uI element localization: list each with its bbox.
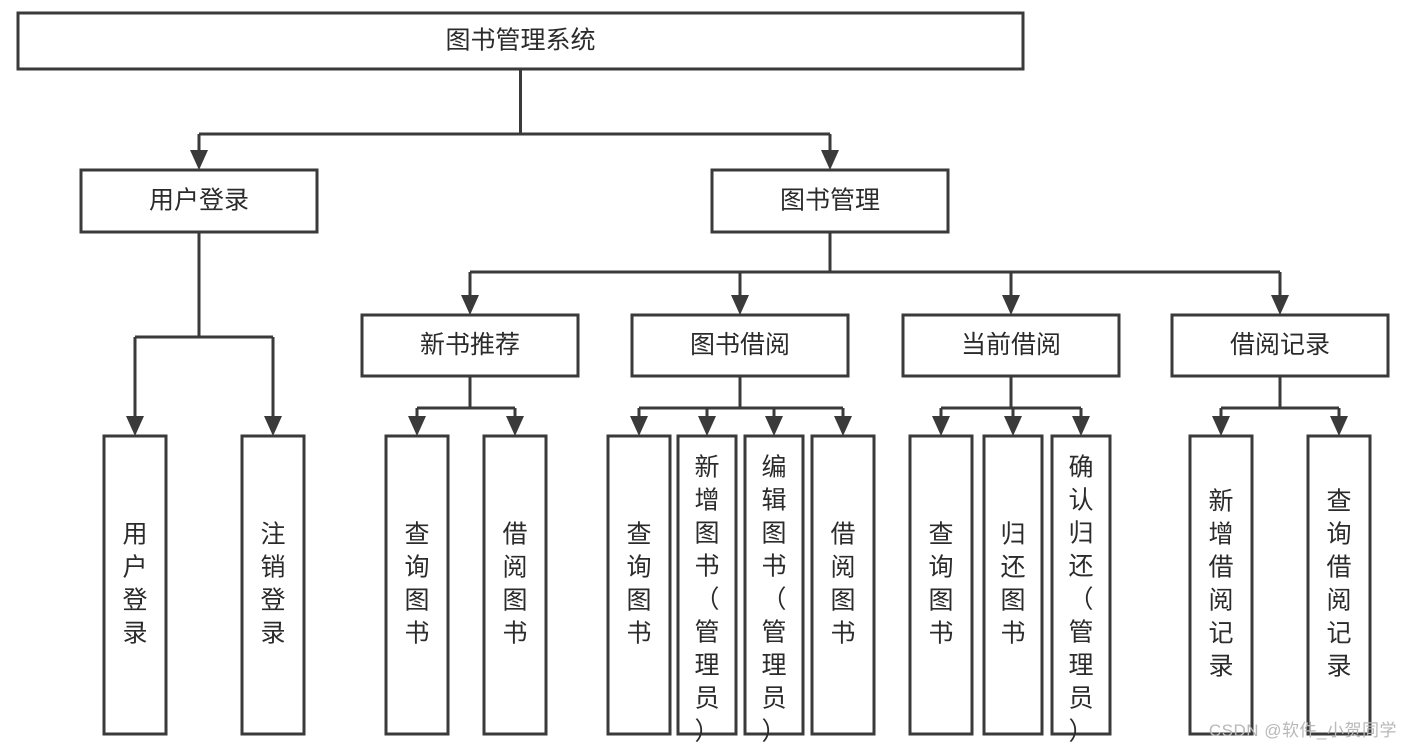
node-box-book-borrow (630, 313, 850, 378)
node-user-login[interactable]: 用户登录 (79, 168, 319, 234)
node-add-borrow-record[interactable]: 新增借阅记录 (1188, 434, 1254, 736)
arrow-to-book-manage-head (821, 150, 839, 170)
node-box-book-manage (710, 168, 950, 234)
node-confirm-return-admin[interactable]: 确认归还（管理员） (1050, 434, 1112, 745)
node-label-borrow-book-2: 借阅图书 (830, 520, 855, 647)
node-label-logout-leaf: 注销登录 (260, 520, 285, 647)
node-borrow-book-2[interactable]: 借阅图书 (810, 434, 876, 736)
arrow-to-add-borrow-record-head (1212, 416, 1230, 436)
node-label-add-book-admin: 新增图书（管理员） (694, 453, 719, 745)
arrow-to-borrow-book-1-head (506, 416, 524, 436)
node-box-user-login-leaf (102, 434, 168, 736)
arrow-to-logout-leaf-head (264, 416, 282, 436)
node-label-user-login: 用户登录 (149, 187, 249, 215)
node-label-confirm-return-admin: 确认归还（管理员） (1068, 453, 1093, 745)
arrow-to-new-book-recommend-head (461, 295, 479, 315)
node-book-borrow[interactable]: 图书借阅 (630, 313, 850, 378)
node-label-add-borrow-record: 新增借阅记录 (1208, 487, 1233, 680)
arrow-to-query-book-2-head (630, 416, 648, 436)
node-label-current-borrow: 当前借阅 (961, 331, 1061, 359)
node-box-new-book-recommend (360, 313, 580, 378)
node-label-book-borrow: 图书借阅 (690, 331, 790, 359)
arrow-to-query-borrow-record-head (1330, 416, 1348, 436)
arrow-to-borrow-book-2-head (834, 416, 852, 436)
node-borrow-record[interactable]: 借阅记录 (1170, 313, 1390, 378)
node-return-book[interactable]: 归还图书 (982, 434, 1044, 736)
node-box-query-book-2 (606, 434, 672, 736)
arrow-to-borrow-record-head (1271, 295, 1289, 315)
node-layer: 图书管理系统用户登录图书管理用户登录注销登录新书推荐图书借阅当前借阅借阅记录查询… (16, 11, 1390, 745)
arrow-to-current-borrow-head (1002, 295, 1020, 315)
node-label-return-book: 归还图书 (1000, 520, 1025, 647)
node-box-query-book-1 (384, 434, 450, 736)
node-label-root: 图书管理系统 (445, 27, 595, 55)
arrow-to-book-borrow-head (731, 295, 749, 315)
node-box-confirm-return-admin (1050, 434, 1112, 736)
node-box-add-book-admin (676, 434, 738, 736)
node-query-book-1[interactable]: 查询图书 (384, 434, 450, 736)
node-label-book-manage: 图书管理 (780, 187, 880, 215)
node-label-borrow-book-1: 借阅图书 (502, 520, 527, 647)
arrow-to-return-book-head (1004, 416, 1022, 436)
node-box-add-borrow-record (1188, 434, 1254, 736)
node-label-query-book-2: 查询图书 (626, 520, 651, 647)
node-label-query-book-1: 查询图书 (404, 520, 429, 647)
node-box-borrow-record (1170, 313, 1390, 378)
node-box-borrow-book-2 (810, 434, 876, 736)
node-box-query-borrow-record (1306, 434, 1372, 736)
node-box-query-book-3 (908, 434, 974, 736)
node-query-borrow-record[interactable]: 查询借阅记录 (1306, 434, 1372, 736)
node-current-borrow[interactable]: 当前借阅 (901, 313, 1121, 378)
node-borrow-book-1[interactable]: 借阅图书 (482, 434, 548, 736)
node-box-borrow-book-1 (482, 434, 548, 736)
arrow-to-user-login-leaf-head (126, 416, 144, 436)
node-box-return-book (982, 434, 1044, 736)
node-root[interactable]: 图书管理系统 (16, 11, 1025, 71)
node-label-user-login-leaf: 用户登录 (122, 520, 147, 647)
node-label-borrow-record: 借阅记录 (1230, 331, 1330, 359)
node-logout-leaf[interactable]: 注销登录 (240, 434, 306, 736)
arrow-to-confirm-return-admin-head (1072, 416, 1090, 436)
node-new-book-recommend[interactable]: 新书推荐 (360, 313, 580, 378)
node-edit-book-admin[interactable]: 编辑图书（管理员） (743, 434, 805, 745)
node-label-new-book-recommend: 新书推荐 (420, 331, 520, 359)
arrow-to-query-book-1-head (408, 416, 426, 436)
node-add-book-admin[interactable]: 新增图书（管理员） (676, 434, 738, 745)
node-box-logout-leaf (240, 434, 306, 736)
node-label-edit-book-admin: 编辑图书（管理员） (761, 453, 786, 745)
arrow-to-add-book-admin-head (698, 416, 716, 436)
node-box-edit-book-admin (743, 434, 805, 736)
arrow-to-query-book-3-head (932, 416, 950, 436)
node-query-book-3[interactable]: 查询图书 (908, 434, 974, 736)
arrow-to-user-login-head (190, 150, 208, 170)
node-box-current-borrow (901, 313, 1121, 378)
node-label-query-borrow-record: 查询借阅记录 (1326, 487, 1351, 680)
node-user-login-leaf[interactable]: 用户登录 (102, 434, 168, 736)
arrow-to-edit-book-admin-head (765, 416, 783, 436)
node-box-user-login (79, 168, 319, 234)
node-book-manage[interactable]: 图书管理 (710, 168, 950, 234)
connector-layer (126, 69, 1348, 436)
node-box-root (16, 11, 1025, 71)
node-query-book-2[interactable]: 查询图书 (606, 434, 672, 736)
node-label-query-book-3: 查询图书 (928, 520, 953, 647)
